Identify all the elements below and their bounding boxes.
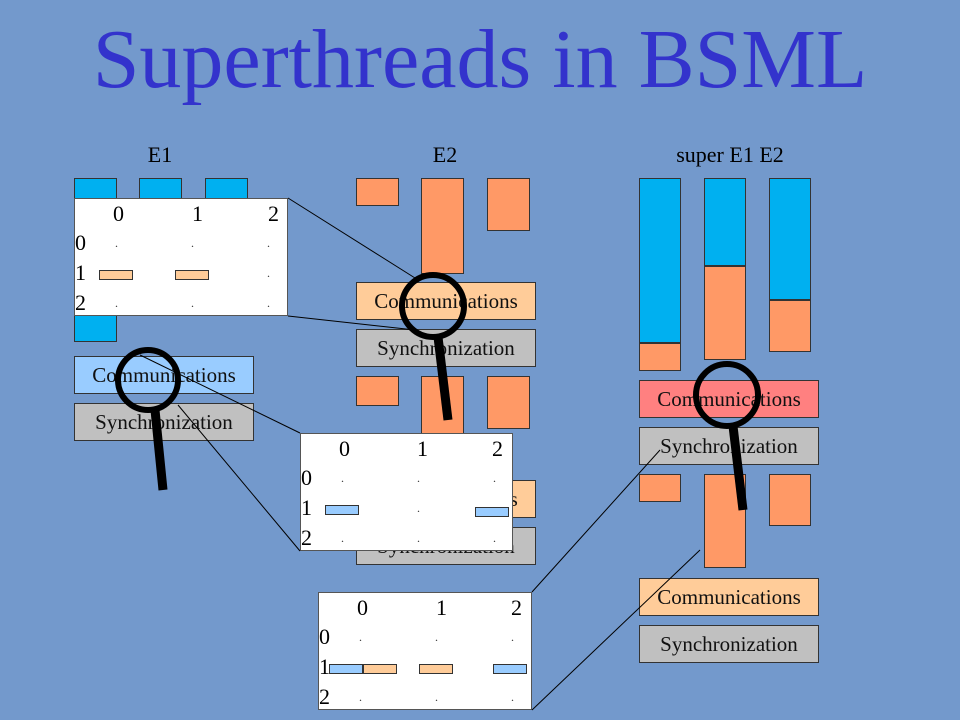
matrix-dot: . — [115, 296, 118, 310]
super-communications-label-2: Communications — [639, 578, 819, 616]
matrix-dot: . — [493, 531, 496, 545]
super-e2-block-0 — [639, 343, 681, 371]
matrix-dot: . — [359, 690, 362, 704]
super-e2-block-3 — [639, 474, 681, 502]
e2-compute-block-5 — [487, 376, 530, 429]
matrix-row-header-0: 0 — [319, 624, 330, 649]
matrix-col-header-2: 2 — [511, 595, 522, 620]
matrix-message-bar — [419, 664, 453, 674]
matrix-dot: . — [191, 236, 194, 250]
super-synchronization-label: Synchronization — [639, 427, 819, 465]
matrix-message-bar — [329, 664, 363, 674]
magnifier-icon — [399, 272, 467, 421]
matrix-dot: . — [341, 531, 344, 545]
super-e2-block-1 — [704, 266, 746, 360]
super-e2-block-5 — [769, 474, 811, 526]
super-communications-label: Communications — [639, 380, 819, 418]
matrix-col-header-0: 0 — [357, 595, 368, 620]
zoom-connector-line — [287, 315, 416, 331]
super-e1-block-2 — [769, 178, 811, 300]
matrix-row-header-2: 2 — [75, 290, 86, 315]
matrix-row-header-2: 2 — [301, 525, 312, 550]
super-e2-block-2 — [769, 300, 811, 352]
e2-communication-matrix: 0 1 2 0 1 2 . . . . . . . — [300, 433, 513, 551]
e2-synchronization-label: Synchronization — [356, 329, 536, 367]
zoom-connector-line — [531, 549, 701, 711]
super-communication-matrix: 0 1 2 0 1 2 . . . . . . — [318, 592, 532, 710]
matrix-dot: . — [511, 630, 514, 644]
matrix-message-bar — [475, 507, 509, 517]
super-e1-block-0 — [639, 178, 681, 343]
matrix-row-header-1: 1 — [75, 260, 86, 285]
matrix-dot: . — [267, 296, 270, 310]
matrix-dot: . — [417, 471, 420, 485]
matrix-dot: . — [267, 266, 270, 280]
matrix-row-header-0: 0 — [75, 230, 86, 255]
matrix-col-header-1: 1 — [192, 201, 203, 226]
matrix-dot: . — [267, 236, 270, 250]
zoom-connector-line — [139, 354, 301, 434]
matrix-col-header-0: 0 — [113, 201, 124, 226]
matrix-dot: . — [511, 690, 514, 704]
matrix-dot: . — [493, 471, 496, 485]
zoom-connector-line — [177, 404, 301, 552]
magnifier-icon — [115, 347, 181, 491]
e2-compute-block-3 — [356, 376, 399, 406]
matrix-message-bar — [99, 270, 133, 280]
matrix-dot: . — [191, 296, 194, 310]
matrix-dot: . — [435, 630, 438, 644]
matrix-row-header-2: 2 — [319, 684, 330, 709]
matrix-message-bar — [493, 664, 527, 674]
matrix-dot: . — [115, 236, 118, 250]
matrix-col-header-1: 1 — [417, 436, 428, 461]
matrix-col-header-1: 1 — [436, 595, 447, 620]
super-synchronization-label-2: Synchronization — [639, 625, 819, 663]
matrix-row-header-1: 1 — [301, 495, 312, 520]
matrix-dot: . — [417, 531, 420, 545]
matrix-message-bar — [325, 505, 359, 515]
matrix-col-header-2: 2 — [492, 436, 503, 461]
super-e1-block-1 — [704, 178, 746, 266]
e2-compute-block-2 — [487, 178, 530, 231]
e1-communication-matrix: 0 1 2 0 1 2 . . . . . . . — [74, 198, 288, 316]
matrix-col-header-2: 2 — [268, 201, 279, 226]
e1-compute-block-0-tail — [74, 314, 117, 342]
matrix-message-bar — [363, 664, 397, 674]
e2-compute-block-4 — [421, 376, 464, 436]
page-title: Superthreads in BSML — [92, 13, 868, 106]
zoom-connector-line — [531, 449, 661, 593]
matrix-message-bar — [175, 270, 209, 280]
matrix-row-header-1: 1 — [319, 654, 330, 679]
matrix-col-header-0: 0 — [339, 436, 350, 461]
matrix-dot: . — [435, 690, 438, 704]
matrix-dot: . — [417, 501, 420, 515]
e2-communications-label: Communications — [356, 282, 536, 320]
column-label-super: super E1 E2 — [676, 142, 784, 167]
matrix-dot: . — [359, 630, 362, 644]
column-label-e1: E1 — [147, 142, 173, 167]
magnifier-icon — [693, 361, 761, 511]
matrix-dot: . — [341, 471, 344, 485]
zoom-connector-line — [287, 197, 416, 279]
e1-synchronization-label: Synchronization — [74, 403, 254, 441]
e2-compute-block-0 — [356, 178, 399, 206]
matrix-row-header-0: 0 — [301, 465, 312, 490]
column-label-e2: E2 — [432, 142, 458, 167]
